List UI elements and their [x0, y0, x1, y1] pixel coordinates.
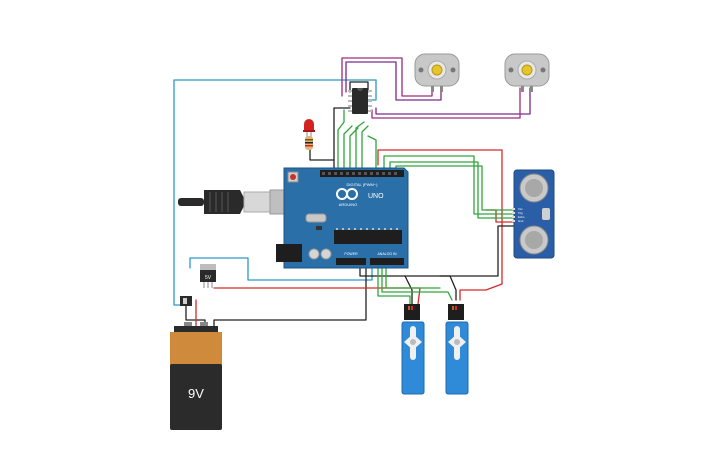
wire-red-sensor	[485, 209, 517, 223]
arduino-logo-text: ARDUINO	[339, 202, 357, 207]
arduino-uno-board[interactable]: DIGITAL (PWM~) ARDUINO UNO POWER	[276, 167, 409, 269]
sensor-pin-echo: Echo	[518, 215, 525, 219]
wire-green-h	[389, 161, 517, 219]
wire-black-ground	[213, 261, 367, 327]
motor-driver-ic[interactable]	[348, 88, 372, 114]
led[interactable]	[303, 119, 315, 138]
wire-black-led2	[309, 137, 335, 161]
wire-green-g	[383, 155, 517, 215]
wire-green-i	[395, 165, 517, 211]
digital-label: DIGITAL (PWM~)	[347, 182, 379, 187]
atmega-chip	[334, 230, 402, 244]
wire-green-servo1	[377, 261, 411, 305]
battery-label: 9V	[188, 386, 204, 401]
wire-purple-motor2	[375, 87, 531, 115]
usb-cable	[178, 189, 299, 215]
wire-red-top	[377, 149, 503, 301]
analog-header	[370, 258, 404, 265]
board-brand: UNO	[368, 193, 384, 200]
wire-black-sensor	[439, 225, 517, 277]
wire-black-servo1	[404, 275, 413, 305]
wire-magenta-motor1	[341, 57, 433, 97]
wire-green-a	[337, 109, 345, 171]
battery-body	[170, 364, 222, 430]
dc-motor-1[interactable]	[414, 53, 460, 92]
sensor-pin-vcc: Vcc	[518, 207, 523, 211]
wire-green-d	[355, 121, 365, 171]
wire-black-led	[333, 107, 351, 171]
power-header	[336, 258, 366, 265]
wire-green-b	[343, 125, 353, 171]
led-body	[304, 119, 314, 130]
resistor[interactable]	[305, 136, 313, 150]
sensor-pin-trig: Trig	[518, 211, 523, 215]
wire-green-servo2	[381, 261, 453, 301]
voltage-regulator[interactable]: 5V	[200, 264, 216, 288]
wire-green-f	[367, 135, 377, 171]
servo-2[interactable]	[445, 304, 469, 395]
reset-button	[290, 174, 296, 180]
digital-header	[320, 170, 404, 177]
ultrasonic-sensor[interactable]: Vcc Trig Echo Gnd	[512, 169, 555, 259]
wire-blue-left	[173, 79, 377, 306]
wire-green-e	[361, 125, 369, 171]
power-jack	[276, 244, 302, 262]
arduino-logo	[336, 188, 358, 200]
analog-label: ANALOG IN	[377, 252, 397, 256]
wire-green-c	[349, 127, 359, 171]
wire-black-driver-top	[349, 81, 369, 93]
wire-green-servo3	[385, 261, 441, 289]
wire-blue-regulator	[189, 257, 373, 281]
regulator-label: 5V	[205, 275, 212, 281]
dc-motor-2[interactable]	[504, 53, 550, 92]
wire-magenta-motor2	[371, 87, 521, 119]
servo-1[interactable]	[401, 304, 425, 395]
battery-9v[interactable]: 9V	[170, 322, 222, 430]
slide-switch[interactable]	[180, 296, 192, 306]
wire-purple-motor1	[345, 61, 442, 101]
crystal	[305, 213, 327, 223]
sensor-pin-gnd: Gnd	[518, 219, 524, 223]
power-label: POWER	[344, 252, 358, 256]
